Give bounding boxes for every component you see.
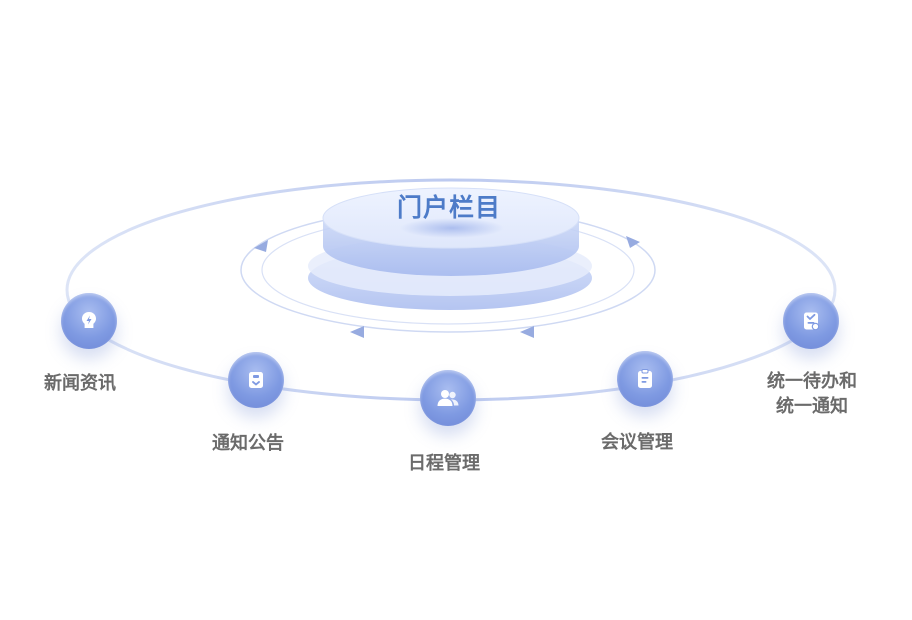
cylinder-glow: [400, 218, 504, 238]
schedule-label: 日程管理: [408, 453, 480, 474]
news-node[interactable]: [61, 293, 117, 349]
document-icon: [638, 369, 652, 388]
meeting-node[interactable]: [617, 351, 673, 407]
checklist-icon: [804, 312, 820, 331]
lightbulb-icon: [82, 312, 96, 328]
unified-todo-label-line2: 统一通知: [776, 396, 848, 417]
meeting-label: 会议管理: [601, 432, 673, 453]
notice-label: 通知公告: [212, 433, 284, 454]
news-label: 新闻资讯: [44, 373, 116, 394]
ring-arrow-bottom-left: [350, 326, 364, 338]
ring-arrow-right: [626, 236, 640, 248]
users-icon: [437, 390, 459, 406]
notice-board-icon: [249, 372, 263, 388]
unified-todo-label: 统一待办和 统一通知: [759, 369, 865, 419]
outer-orbit-fade: [69, 166, 833, 264]
schedule-node[interactable]: [420, 370, 476, 426]
unified-todo-node[interactable]: [783, 293, 839, 349]
notice-node[interactable]: [228, 352, 284, 408]
ring-arrow-bottom-right: [520, 326, 534, 338]
ring-arrow-left: [254, 240, 268, 252]
unified-todo-label-line1: 统一待办和: [767, 371, 857, 392]
cylinder-top: [322, 187, 580, 249]
center-title: 门户栏目: [396, 193, 501, 222]
